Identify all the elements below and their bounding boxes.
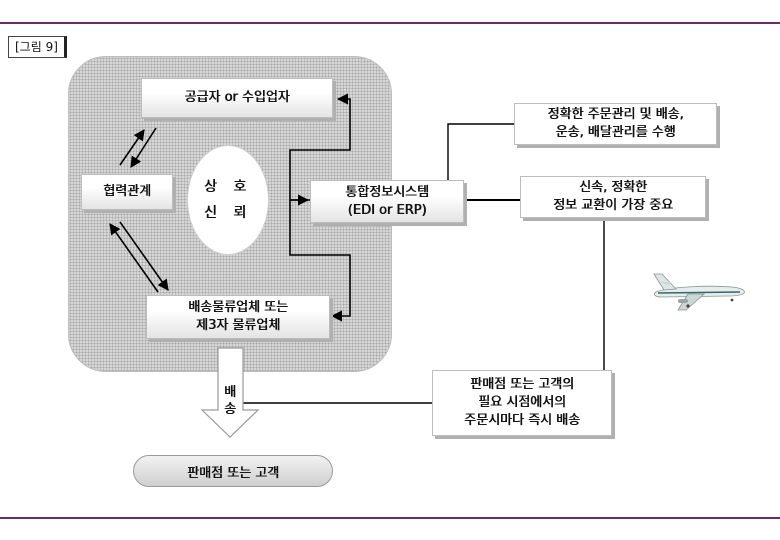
delivery-arrow-line1: 배 <box>224 385 236 400</box>
supplier-label: 공급자 or 수입업자 <box>184 90 290 105</box>
top-rule <box>0 22 780 24</box>
arrow-coop-to-logistics <box>119 221 169 291</box>
delivery-note: 판매점 또는 고객의 필요 시점에서의 주문시마다 즉시 배송 <box>432 370 612 436</box>
order-note-line1: 정확한 주문관리 및 배송, <box>547 107 684 122</box>
delivery-down-arrow <box>200 347 260 438</box>
arrow-logistics-to-coop <box>109 223 159 293</box>
info-note-line2: 정보 교환이 가장 중요 <box>552 198 674 213</box>
mutual-trust-line1: 상 호 <box>203 179 253 195</box>
integrated-system-line1: 통합정보시스템 <box>345 184 429 200</box>
figure-label: [그림 9] <box>8 36 67 58</box>
integrated-system-line2: (EDI or ERP) <box>347 202 427 218</box>
order-note-connector <box>447 123 514 200</box>
integrated-system-box: 통합정보시스템 (EDI or ERP) <box>310 180 464 223</box>
arrow-coop-to-supplier <box>119 129 145 166</box>
retailer-label: 판매점 또는 고객 <box>187 465 279 481</box>
system-to-logistics-connector <box>289 200 351 322</box>
delivery-note-line2: 필요 시점에서의 <box>478 395 566 410</box>
cooperation-box: 협력관계 <box>81 174 173 210</box>
delivery-note-line3: 주문시마다 즉시 배송 <box>464 413 580 428</box>
bottom-rule <box>0 517 780 519</box>
info-note-line1: 신속, 정확한 <box>578 180 648 195</box>
order-note-line2: 운송, 배달관리를 수행 <box>555 125 676 140</box>
retailer-oval: 판매점 또는 고객 <box>133 455 333 487</box>
delivery-note-line1: 판매점 또는 고객의 <box>470 377 574 392</box>
delivery-arrow-line2: 송 <box>224 402 236 417</box>
logistics-box: 배송물류업체 또는 제3자 물류업체 <box>146 295 330 339</box>
arrow-supplier-to-coop <box>130 127 157 168</box>
info-exchange-note: 신속, 정확한 정보 교환이 가장 중요 <box>520 176 706 218</box>
mutual-trust-ellipse: 상 호 신 뢰 <box>187 145 269 255</box>
delivery-arrow-label: 배 송 <box>221 384 239 418</box>
logistics-line1: 배송물류업체 또는 <box>188 300 288 315</box>
mutual-trust-line2: 신 뢰 <box>203 205 253 221</box>
supplier-box: 공급자 or 수입업자 <box>141 78 333 118</box>
order-management-note: 정확한 주문관리 및 배송, 운송, 배달관리를 수행 <box>514 103 717 145</box>
logistics-line2: 제3자 물류업체 <box>195 318 281 333</box>
cooperation-label: 협력관계 <box>103 184 151 199</box>
airplane-icon <box>653 273 745 311</box>
